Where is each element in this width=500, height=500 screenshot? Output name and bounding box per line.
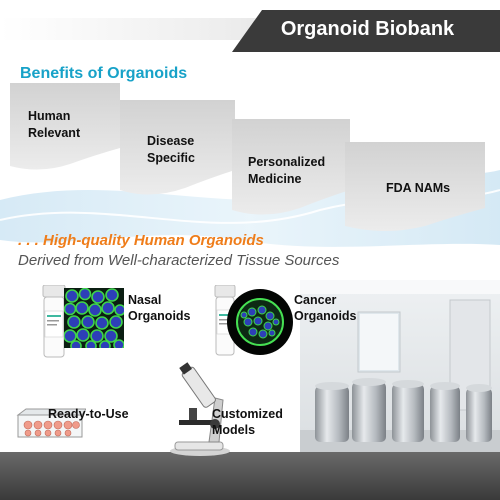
step-card-3 xyxy=(232,119,350,215)
ready-to-use-label: Ready-to-Use xyxy=(48,407,129,421)
benefit-steps xyxy=(0,83,500,247)
benefits-heading: Benefits of Organoids xyxy=(20,65,188,82)
biobank-lab-image xyxy=(300,280,500,460)
title-banner xyxy=(0,10,500,52)
nasal-organoid-image xyxy=(64,288,124,348)
step-card-4 xyxy=(345,142,485,231)
step-label-4: FDA NAMs xyxy=(386,181,451,195)
well-plate-icon xyxy=(16,408,86,438)
step-card-1 xyxy=(10,83,120,170)
microscope-icon xyxy=(170,362,230,456)
tagline-accent: . . . High-quality Human Organoids xyxy=(18,232,264,249)
nasal-vial-icon xyxy=(42,285,66,358)
cancer-organoid-image xyxy=(227,289,293,355)
floor-band xyxy=(0,452,500,500)
banner-title: Organoid Biobank xyxy=(280,18,455,40)
tagline-subtitle: Derived from Well-characterized Tissue S… xyxy=(18,252,340,269)
step-card-2 xyxy=(120,100,235,195)
